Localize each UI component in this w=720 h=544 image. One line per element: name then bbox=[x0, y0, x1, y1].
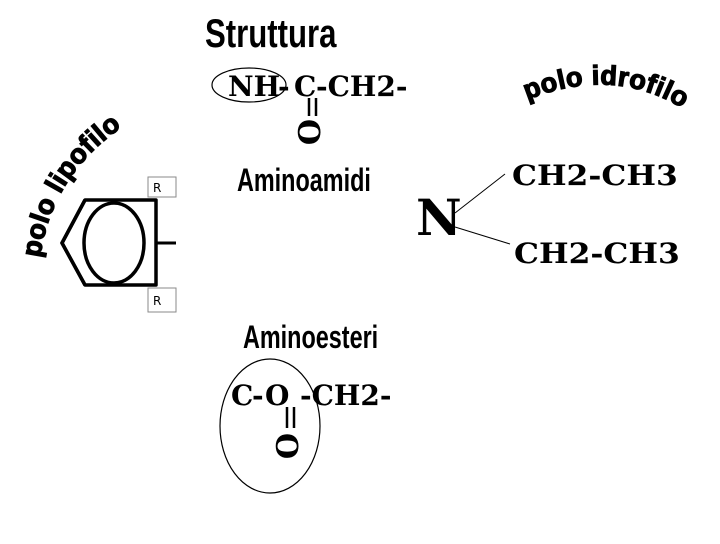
ester-o-link: O bbox=[265, 379, 289, 412]
aminoamidi-label: Aminoamidi bbox=[237, 161, 371, 198]
ethyl-bottom: CH2-CH3 bbox=[514, 238, 680, 271]
polo-lipofilo-label: polo lipofilo bbox=[16, 108, 126, 259]
amine-bond-bottom bbox=[454, 226, 511, 245]
amide-tail: -CH2- bbox=[316, 70, 407, 103]
r-bottom-box bbox=[147, 287, 177, 313]
title: Struttura bbox=[205, 11, 337, 56]
benzene-ring-edges bbox=[60, 199, 87, 286]
ester-tail: -CH2- bbox=[300, 379, 391, 412]
amide-carbon: C bbox=[294, 70, 316, 103]
polo-idrofilo-label: polo idrofilo bbox=[519, 60, 695, 113]
ethyl-top: CH2-CH3 bbox=[512, 160, 678, 193]
ester-dash: - bbox=[252, 379, 264, 412]
r-bottom-label: R bbox=[153, 294, 161, 308]
ester-highlight-ellipse bbox=[219, 358, 321, 494]
amide-nh: NH bbox=[228, 70, 280, 103]
ester-oxygen: O bbox=[271, 433, 306, 459]
amide-dash: - bbox=[278, 70, 290, 103]
r-top-box bbox=[147, 176, 177, 198]
nh-highlight-ellipse bbox=[211, 67, 287, 103]
amide-oxygen: O bbox=[293, 119, 328, 145]
amine-nitrogen: N bbox=[416, 188, 462, 247]
benzene-aromatic-circle bbox=[82, 201, 146, 285]
aminoesteri-label: Aminoesteri bbox=[243, 318, 378, 355]
amine-bond-top bbox=[454, 173, 506, 214]
r-top-label: R bbox=[153, 181, 161, 195]
ester-carbon: C bbox=[231, 379, 253, 412]
